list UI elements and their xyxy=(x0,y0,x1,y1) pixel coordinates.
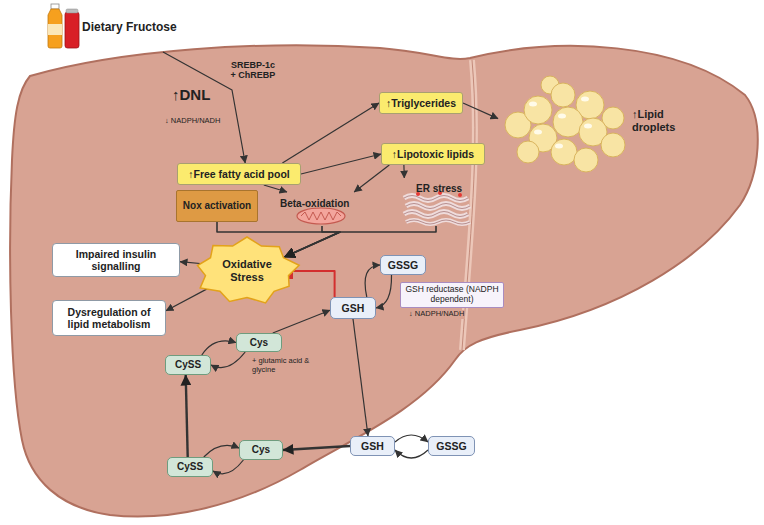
metabolite-box: GSH xyxy=(330,297,376,319)
annotation-label: SREBP-1c + ChREBP xyxy=(228,60,278,81)
annotation-label: ↓ NADPH/NADH xyxy=(165,117,220,126)
metabolite-box: Cys xyxy=(236,333,282,352)
node-text: CySS xyxy=(175,359,201,371)
connector-arrow xyxy=(353,319,368,436)
metabolite-box: Cys xyxy=(239,440,283,460)
connector-arrow xyxy=(186,375,188,457)
node-text: Impaired insulin signalling xyxy=(57,248,175,272)
metabolite-box: GSSG xyxy=(380,255,426,275)
mitochondrion xyxy=(297,208,345,224)
annotation-label: + glutamic acid & glycine xyxy=(252,357,314,374)
node-text: ER stress xyxy=(416,183,462,195)
liver-outline xyxy=(10,45,758,516)
connector-arrow xyxy=(273,310,330,333)
lipid-droplets xyxy=(505,76,625,172)
soda-can xyxy=(65,9,79,48)
node-text: CySS xyxy=(177,461,203,473)
organelle-label: ER stress xyxy=(400,178,472,226)
connector-arrow xyxy=(213,460,243,474)
node-text: Cys xyxy=(252,444,270,456)
connector-arrow xyxy=(211,352,245,368)
metabolite-box: GSSG xyxy=(428,436,475,456)
node-text: Beta-oxidation xyxy=(280,198,349,210)
connector-arrow xyxy=(283,446,350,450)
outcome-box: Dysregulation of lipid metabolism xyxy=(52,300,166,336)
connector-arrow xyxy=(463,103,498,119)
connector-arrow xyxy=(264,185,287,192)
node-text: GSSG xyxy=(436,440,466,452)
node-text: Oxidative Stress xyxy=(211,258,283,283)
connector-arrow xyxy=(395,450,428,458)
process-box: ↑Triglycerides xyxy=(379,92,463,114)
annotation-label: ↓ NADPH/NADH xyxy=(408,310,465,319)
connector-arrow xyxy=(376,275,392,308)
metabolite-box: CySS xyxy=(167,457,213,477)
node-text: ↑Triglycerides xyxy=(386,97,456,109)
process-box: Nox activation xyxy=(176,190,258,222)
node-text: GSH reductase (NADPH dependent) xyxy=(405,285,499,305)
connector-arrow xyxy=(403,165,405,178)
node-text: Dysregulation of lipid metabolism xyxy=(57,306,161,330)
connector-arrow xyxy=(354,165,389,192)
metabolite-box: GSH xyxy=(350,436,395,456)
connector-arrow xyxy=(301,154,381,174)
node-text: GSH xyxy=(361,440,384,452)
droplet-highlights xyxy=(529,97,592,149)
connector-arrow xyxy=(282,103,379,163)
node-text: GSSG xyxy=(388,259,418,271)
process-box: ↑Lipotoxic lipids xyxy=(381,143,485,165)
node-text: ↑Lipid droplets xyxy=(632,108,698,133)
node-text: Dietary Fructose xyxy=(82,21,177,35)
connector-arrow xyxy=(284,226,436,257)
connector-arrow xyxy=(365,265,380,297)
stress-star: Oxidative Stress xyxy=(192,236,302,306)
inhibition-line xyxy=(291,271,335,297)
metabolite-box: CySS xyxy=(165,355,211,375)
connector-arrow xyxy=(284,226,340,257)
source-label: Dietary Fructose xyxy=(46,4,196,52)
organelle-label: Beta-oxidation xyxy=(276,192,368,226)
droplet-label: ↑Lipid droplets xyxy=(498,70,704,178)
star-shape xyxy=(198,237,300,303)
connector-arrow xyxy=(166,286,212,310)
node-text: ↑Free fatty acid pool xyxy=(188,168,290,180)
node-text: Cys xyxy=(250,337,268,349)
node-text: Nox activation xyxy=(183,200,251,212)
node-text: GSH xyxy=(342,302,365,314)
connector-arrow xyxy=(395,435,428,442)
node-text: ↑Lipotoxic lipids xyxy=(392,148,474,160)
endoplasmic-reticulum xyxy=(404,196,470,225)
process-box: ↑Free fatty acid pool xyxy=(177,163,301,185)
outcome-box: Impaired insulin signalling xyxy=(52,243,180,277)
connector-arrow xyxy=(202,341,236,355)
connector-arrow xyxy=(204,445,239,457)
juice-bottle xyxy=(48,4,62,48)
annotation-label: ↑DNL xyxy=(172,86,210,103)
enzyme-box: GSH reductase (NADPH dependent) xyxy=(400,282,504,308)
